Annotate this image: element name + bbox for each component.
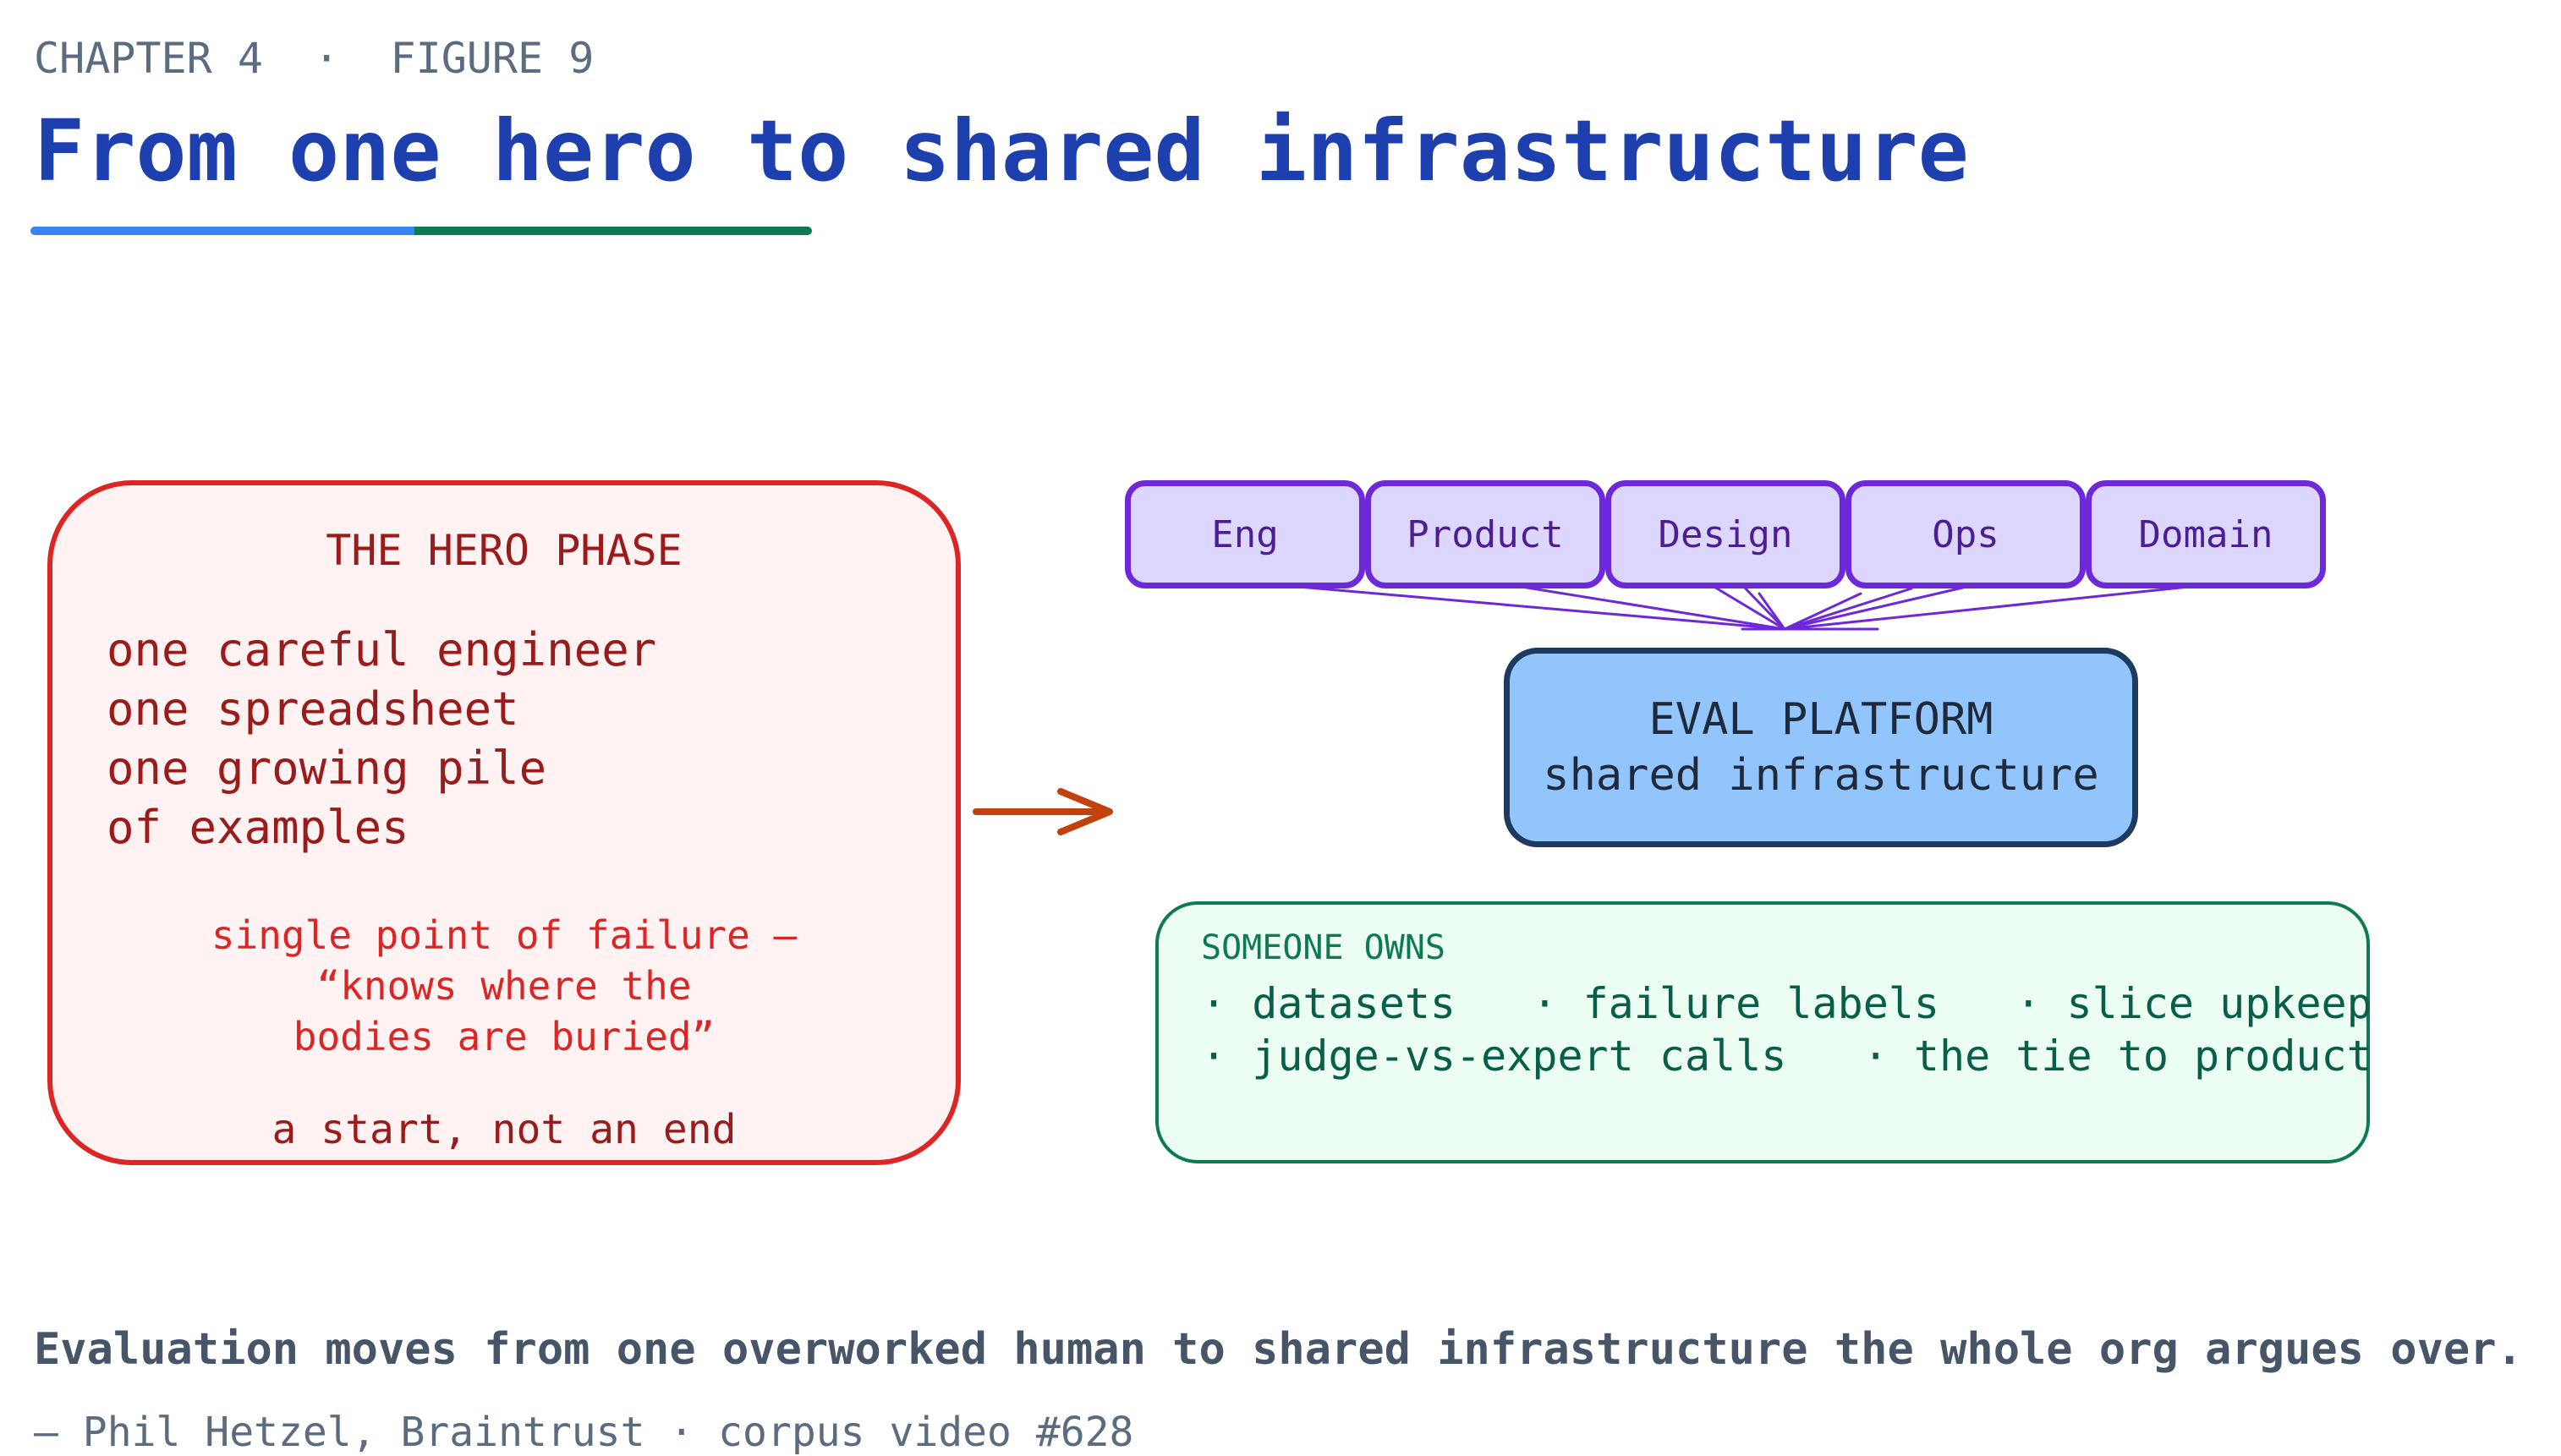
ownership-row: · datasets · failure labels · slice upke… xyxy=(1201,979,2372,1028)
team-box-product: Product xyxy=(1365,480,1605,588)
hero-phase-heading: THE HERO PHASE xyxy=(326,526,683,575)
ownership-box: SOMEONE OWNS · datasets · failure labels… xyxy=(1155,901,2372,1163)
hero-failure-quote: single point of failure — “knows where t… xyxy=(52,910,956,1062)
ownership-heading: SOMEONE OWNS xyxy=(1201,928,1445,967)
team-box-design: Design xyxy=(1605,480,1845,588)
figure-credit: — Phil Hetzel, Braintrust · corpus video… xyxy=(34,1409,1134,1456)
ownership-row: · judge-vs-expert calls · the tie to pro… xyxy=(1201,1032,2372,1081)
owned-item: slice upkeep xyxy=(2066,979,2372,1028)
hero-phase-box: THE HERO PHASE one careful engineer one … xyxy=(47,480,961,1165)
hero-line: one spreadsheet xyxy=(107,682,519,736)
hero-line: one careful engineer xyxy=(107,623,657,676)
team-connector-lines xyxy=(1259,583,2223,631)
hero-line: one growing pile xyxy=(107,742,547,795)
team-box-eng: Eng xyxy=(1125,480,1365,588)
eyebrow-separator: · xyxy=(314,34,340,83)
team-box-domain: Domain xyxy=(2086,480,2326,588)
platform-subtitle: shared infrastructure xyxy=(1543,750,2099,801)
owned-item: the tie to product xyxy=(1913,1032,2372,1081)
team-box-ops: Ops xyxy=(1845,480,2086,588)
figure-eyebrow: CHAPTER 4 · FIGURE 9 xyxy=(34,34,594,83)
figure-caption: Evaluation moves from one overworked hum… xyxy=(34,1324,2523,1375)
hero-phase-lines: one careful engineer one spreadsheet one… xyxy=(107,621,656,857)
hero-line: of examples xyxy=(107,801,409,854)
eval-platform-box: EVAL PLATFORM shared infrastructure xyxy=(1504,648,2138,847)
transition-arrow-icon xyxy=(973,788,1113,835)
owned-item: datasets xyxy=(1252,979,1456,1028)
title-underline-blue xyxy=(30,227,416,235)
title-underline-green xyxy=(414,227,812,235)
hero-phase-footer: a start, not an end xyxy=(271,1106,737,1153)
chapter-label: CHAPTER 4 xyxy=(34,34,263,83)
figure-label: FIGURE 9 xyxy=(390,34,595,83)
quote-line: single point of failure — xyxy=(211,912,798,958)
platform-title: EVAL PLATFORM xyxy=(1648,694,1993,745)
page-title: From one hero to shared infrastructure xyxy=(34,101,1969,200)
quote-line: “knows where the xyxy=(316,963,692,1009)
owned-item: judge-vs-expert calls xyxy=(1252,1032,1787,1081)
quote-line: bodies are buried” xyxy=(293,1014,716,1059)
owned-item: failure labels xyxy=(1582,979,1939,1028)
